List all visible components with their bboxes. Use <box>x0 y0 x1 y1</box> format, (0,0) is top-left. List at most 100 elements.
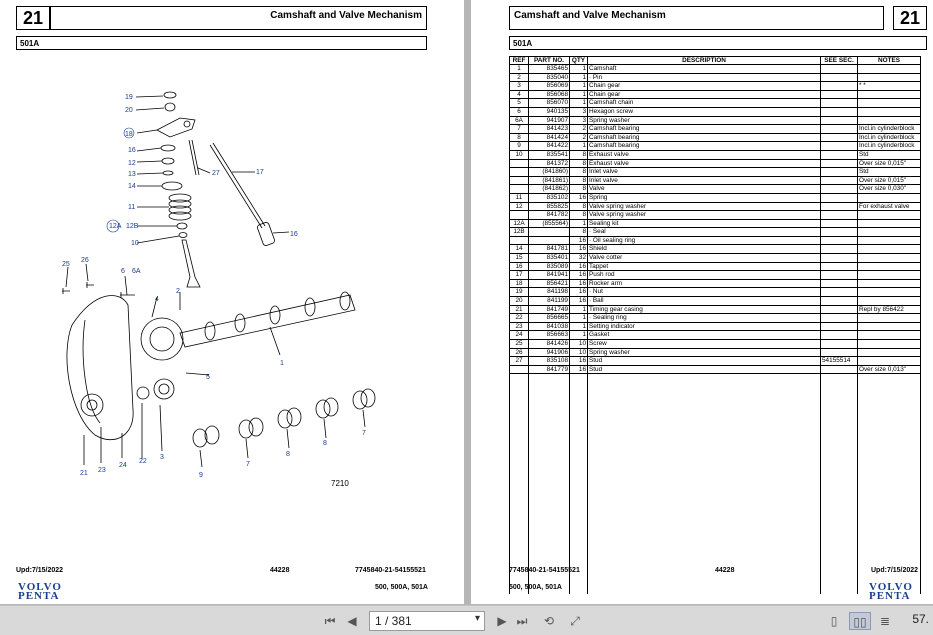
table-cell-qty: 3 <box>569 116 588 126</box>
table-cell-see <box>820 176 858 186</box>
table-cell-qty: 3 <box>569 107 588 117</box>
table-cell-qty: 10 <box>569 348 588 358</box>
table-cell-notes: Over size 0,015" <box>857 176 921 186</box>
table-cell-desc: · Sealing ring <box>587 313 821 323</box>
table-cell-qty: 1 <box>569 322 588 332</box>
table-cell-ref: 25 <box>509 339 529 349</box>
table-cell-ref: 2 <box>509 73 529 83</box>
table-cell-qty: 16 <box>569 244 588 255</box>
table-cell-qty: 8 <box>569 176 588 186</box>
table-cell-notes: Incl.in cylinderblock <box>857 124 921 134</box>
callout-label: 26 <box>81 257 89 264</box>
table-cell-notes <box>857 64 921 74</box>
table-cell-part: 856663 <box>528 330 570 340</box>
table-cell-desc: Gasket <box>587 330 821 340</box>
next-page-icon[interactable]: ▶ <box>497 614 507 628</box>
first-page-icon[interactable]: ⏮ <box>324 614 336 628</box>
callout-label: 13 <box>128 171 136 178</box>
table-cell-notes <box>857 322 921 332</box>
callout-label: 11 <box>128 204 135 211</box>
callout-label: 16 <box>290 231 298 238</box>
table-cell-desc: Valve <box>587 184 821 194</box>
table-cell-see <box>820 210 858 220</box>
table-cell-empty <box>820 373 858 594</box>
table-cell-desc: Hexagon screw <box>587 107 821 117</box>
table-cell-desc: Spring washer <box>587 116 821 126</box>
table-cell-qty: 16 <box>569 262 588 272</box>
callout-label: 9 <box>199 472 203 479</box>
pdf-toolbar: ⏮ ◀ 1 / 381 ▾ ▶ ⏭ ⟲ ⤢ ▯ ▯▯ ≣ 57. <box>0 605 933 635</box>
two-page-icon[interactable]: ▯▯ <box>849 612 871 630</box>
table-cell-part: 940135 <box>528 107 570 117</box>
table-cell-qty: 10 <box>569 339 588 349</box>
table-cell-notes <box>857 236 921 246</box>
table-cell-see: 54155514 <box>820 356 858 366</box>
part-nut-shape <box>163 91 177 99</box>
single-page-icon[interactable]: ▯ <box>830 614 838 628</box>
column-header: NOTES <box>857 56 921 65</box>
page-number-input[interactable]: 1 / 381 ▾ <box>369 611 485 631</box>
table-cell-part: 941906 <box>528 348 570 358</box>
table-cell-part: 841422 <box>528 141 570 151</box>
rotate-icon[interactable]: ⟲ <box>543 614 555 628</box>
table-cell-desc: Exhaust valve <box>587 159 821 169</box>
table-header-row: REF PART NO. QTY DESCRIPTION SEE SEC. NO… <box>509 56 921 65</box>
fit-page-icon[interactable]: ⤢ <box>570 614 580 628</box>
callout-label: 21 <box>80 470 88 477</box>
table-cell-part: 841198 <box>528 287 570 298</box>
zoom-level[interactable]: 57. <box>912 612 929 626</box>
table-cell-see <box>820 107 858 117</box>
table-cell-qty: 16 <box>569 365 588 375</box>
table-cell-part: 841199 <box>528 296 570 306</box>
callout-label: 17 <box>256 169 264 176</box>
table-cell-ref <box>509 365 529 375</box>
table-cell-empty <box>569 373 588 594</box>
last-page-icon[interactable]: ⏭ <box>516 614 528 628</box>
table-cell-qty: 1 <box>569 81 588 91</box>
table-cell-qty: 8 <box>569 167 588 177</box>
table-cell-desc: Chain gear <box>587 81 821 91</box>
prev-page-icon[interactable]: ◀ <box>347 614 357 628</box>
callout-label: 6A <box>132 268 141 275</box>
dropdown-icon[interactable]: ▾ <box>474 613 480 624</box>
table-cell-qty: 16 <box>569 296 588 306</box>
table-cell-qty: 8 <box>569 227 588 237</box>
table-cell-part: 835541 <box>528 150 570 160</box>
table-cell-ref: 21 <box>509 305 529 315</box>
table-cell-notes <box>857 296 921 306</box>
table-cell-ref: 23 <box>509 322 529 332</box>
table-cell-desc: · Pin <box>587 73 821 83</box>
scroll-icon[interactable]: ≣ <box>879 614 891 628</box>
table-cell-qty: 32 <box>569 253 588 263</box>
table-cell-part: 856421 <box>528 279 570 289</box>
callout-label: 12 <box>128 160 136 167</box>
table-cell-ref <box>509 176 529 186</box>
table-cell-ref: 14 <box>509 244 529 255</box>
table-cell-part: 855825 <box>528 202 570 212</box>
table-cell-notes <box>857 219 921 229</box>
table-cell-desc: Camshaft chain <box>587 98 821 108</box>
callout-label: 5 <box>206 374 210 381</box>
table-cell-desc: Camshaft bearing <box>587 133 821 143</box>
callout-label: 12A <box>109 223 122 230</box>
table-cell-part: 856069 <box>528 81 570 91</box>
table-cell-part: 841779 <box>528 365 570 375</box>
table-cell-part: 841372 <box>528 159 570 169</box>
table-cell-ref <box>509 167 529 177</box>
table-cell-desc: Stud <box>587 365 821 375</box>
right-page: Camshaft and Valve Mechanism 21 501A REF… <box>471 0 933 604</box>
table-cell-qty: 1 <box>569 219 588 229</box>
table-cell-desc: Shield <box>587 244 821 255</box>
table-cell-desc: Setting indicator <box>587 322 821 332</box>
table-cell-see <box>820 348 858 358</box>
table-cell-ref: 22 <box>509 313 529 323</box>
table-cell-ref: 9 <box>509 141 529 151</box>
table-cell-see <box>820 313 858 323</box>
table-cell-notes <box>857 210 921 220</box>
